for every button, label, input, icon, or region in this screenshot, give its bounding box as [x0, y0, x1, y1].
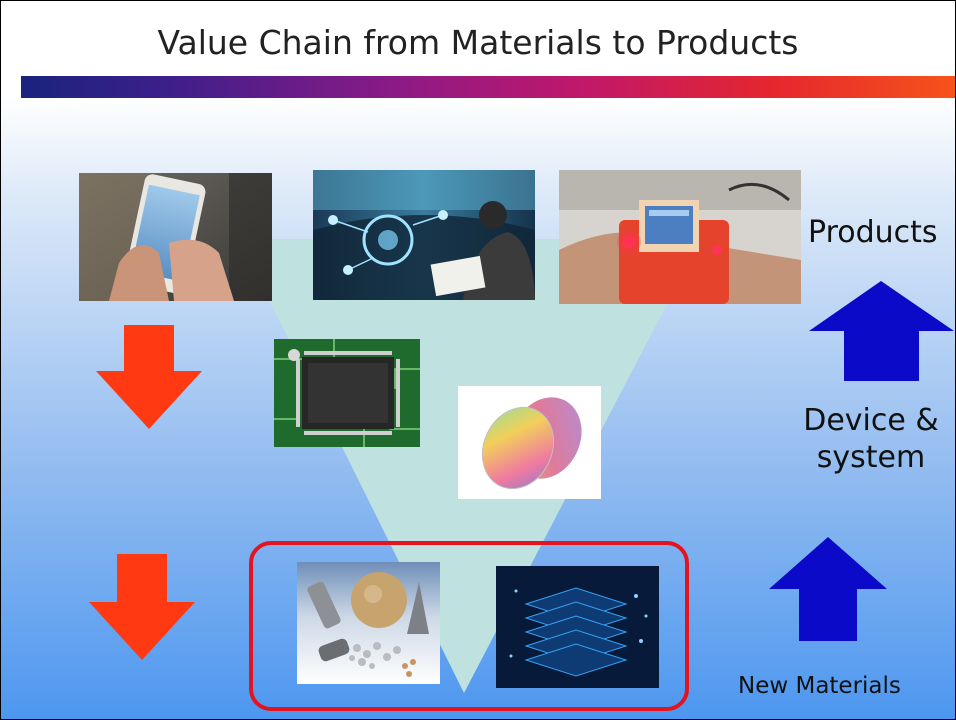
new-materials-highlight-frame [249, 541, 689, 711]
layered-material-structure-photo [496, 566, 659, 688]
products-label: Products [808, 215, 938, 250]
raw-materials-photo [297, 562, 440, 684]
down-arrow-icon [96, 325, 202, 429]
device-system-label-line2: system [816, 439, 926, 475]
new-materials-label: New Materials [738, 673, 901, 699]
down-arrow-icon [89, 554, 195, 660]
title-gradient-bar [21, 76, 955, 98]
device-system-label-line1: Device & [803, 403, 939, 438]
device-system-label: Device & system [781, 403, 955, 476]
up-arrow-icon [809, 281, 954, 381]
slide-title: Value Chain from Materials to Products [157, 23, 799, 62]
smartwatch-photo [559, 170, 801, 304]
circuit-board-chip-photo [274, 339, 420, 447]
autonomous-car-photo [313, 170, 535, 300]
up-arrow-icon [769, 537, 887, 641]
smartphone-photo [79, 173, 272, 301]
silicon-wafer-photo [458, 386, 601, 499]
